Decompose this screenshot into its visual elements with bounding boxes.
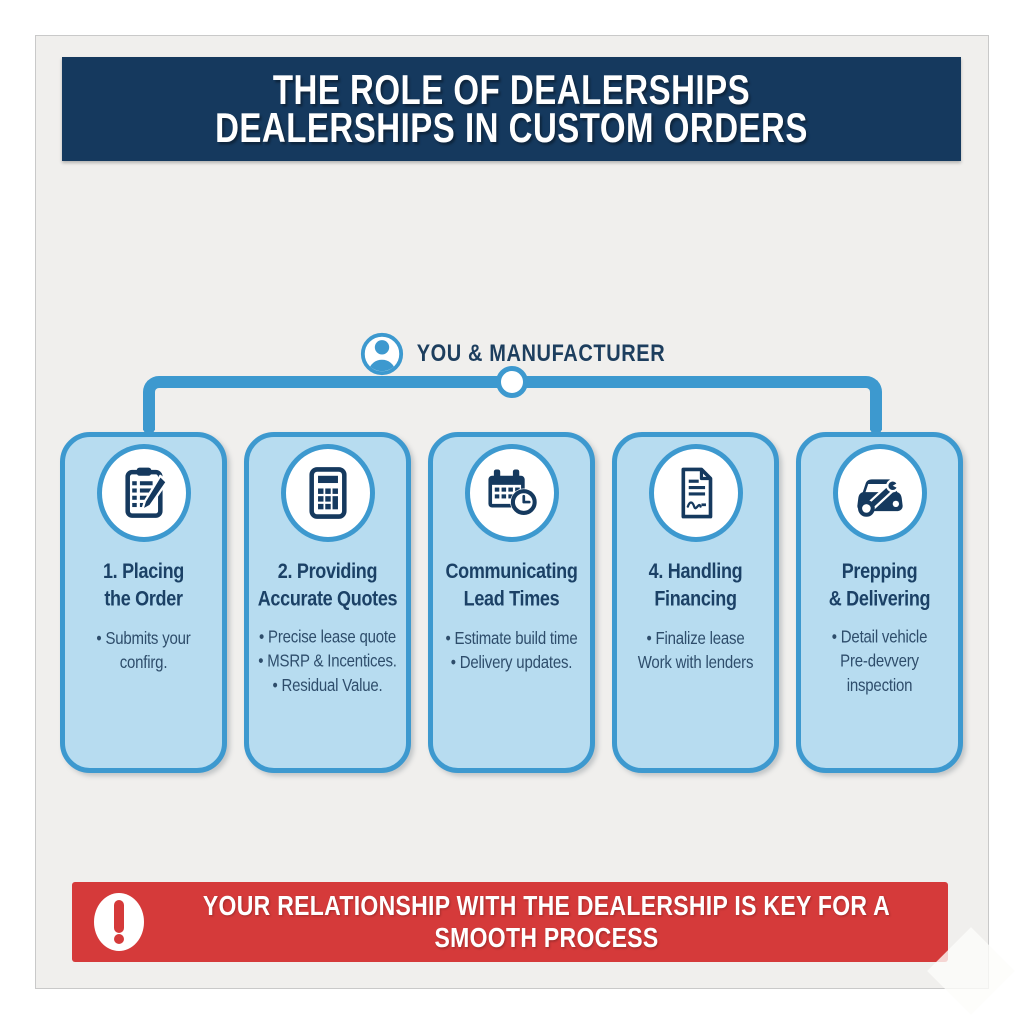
- card-title: Prepping & Delivering: [828, 558, 931, 611]
- clipboard-pencil-icon: [96, 444, 191, 542]
- card-title: 1. Placing the Order: [102, 558, 185, 611]
- document-icon: [648, 444, 743, 542]
- card-bullets: • Detail vehicle Pre-devvery inspection: [831, 627, 928, 696]
- card-bullets: • Estimate build time • Delivery updates…: [445, 629, 578, 673]
- header-title-line2: DEALERSHIPS IN CUSTOM ORDERS: [215, 104, 808, 151]
- card-title: 4. Handling Financing: [648, 558, 743, 611]
- card-lead-times: Communicating Lead Times • Estimate buil…: [428, 432, 595, 773]
- card-prepping-delivering: Prepping & Delivering • Detail vehicle P…: [796, 432, 963, 773]
- calendar-clock-icon: [464, 444, 559, 542]
- header-banner: THE ROLE OF DEALERSHIPS DEALERSHIPS IN C…: [62, 57, 961, 161]
- card-financing: 4. Handling Financing • Finalize lease W…: [612, 432, 779, 773]
- header-title-line1: THE ROLE OF DEALERSHIPS: [272, 66, 751, 113]
- bracket-node: [496, 366, 528, 398]
- card-title: Communicating Lead Times: [445, 558, 578, 611]
- connector-text: YOU & MANUFACTURER: [416, 340, 666, 367]
- footer-text: YOUR RELATIONSHIP WITH THE DEALERSHIP IS…: [202, 889, 891, 954]
- person-icon: [359, 331, 405, 377]
- card-placing-order: 1. Placing the Order • Submits your conf…: [60, 432, 227, 773]
- car-wrench-icon: [832, 444, 927, 542]
- exclamation-icon: [93, 891, 145, 953]
- connector-label: YOU & MANUFACTURER: [0, 331, 1024, 377]
- card-accurate-quotes: 2. Providing Accurate Quotes • Precise l…: [244, 432, 411, 773]
- card-bullets: • Finalize lease Work with lenders: [637, 629, 754, 673]
- card-bullets: • Submits your confirg.: [96, 629, 191, 673]
- calculator-icon: [280, 444, 375, 542]
- card-bullets: • Precise lease quote • MSRP & Incentice…: [258, 627, 397, 696]
- cards-row: 1. Placing the Order • Submits your conf…: [60, 432, 965, 773]
- card-title: 2. Providing Accurate Quotes: [257, 558, 398, 611]
- footer-banner: YOUR RELATIONSHIP WITH THE DEALERSHIP IS…: [72, 882, 948, 962]
